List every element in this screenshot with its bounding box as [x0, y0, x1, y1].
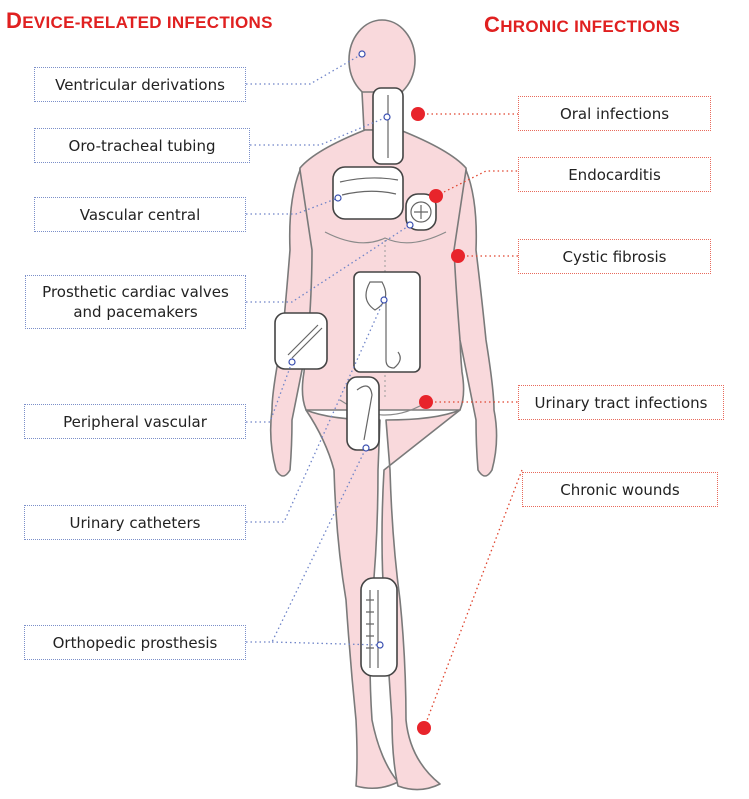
label-prosthetic-valves-pacemakers: Prosthetic cardiac valves and pacemakers [25, 275, 246, 329]
inset-peripheral-vascular [274, 312, 328, 370]
inset-urinary-catheter [353, 271, 421, 373]
label-urinary-catheters: Urinary catheters [24, 505, 246, 540]
label-endocarditis: Endocarditis [518, 157, 711, 192]
chronic-infections-heading: CHRONIC INFECTIONS [484, 12, 681, 37]
label-orthopedic-prosthesis: Orthopedic prosthesis [24, 625, 246, 660]
inset-hip-prosthesis [346, 376, 380, 451]
device-markers [288, 50, 414, 649]
dot-urinary-tract [419, 395, 433, 409]
label-chronic-wounds: Chronic wounds [522, 472, 718, 507]
chronic-connectors [418, 113, 523, 729]
label-ventricular-derivations: Ventricular derivations [34, 67, 246, 102]
label-vascular-central: Vascular central [34, 197, 246, 232]
label-oro-tracheal-tubing: Oro-tracheal tubing [34, 128, 250, 163]
dot-cystic-fibrosis [451, 249, 465, 263]
device-related-heading: DEVICE-RELATED INFECTIONS [6, 8, 273, 33]
label-oral-infections: Oral infections [518, 96, 711, 131]
label-cystic-fibrosis: Cystic fibrosis [518, 239, 711, 274]
dot-oral [411, 107, 425, 121]
label-peripheral-vascular: Peripheral vascular [24, 404, 246, 439]
device-connectors [246, 53, 411, 646]
inset-sketches [287, 95, 432, 668]
label-urinary-tract-infections: Urinary tract infections [518, 385, 724, 420]
inset-knee-prosthesis [360, 577, 398, 677]
dot-endocarditis [429, 189, 443, 203]
dot-chronic-wounds [417, 721, 431, 735]
infection-dots [411, 107, 465, 735]
